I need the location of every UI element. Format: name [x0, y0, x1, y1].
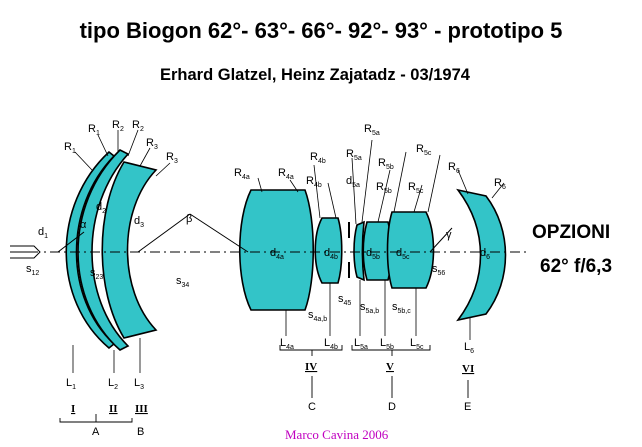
label-s4ab: s4a,b [308, 309, 327, 323]
label-L1: L1 [66, 377, 76, 391]
label-R4a: R4a [234, 167, 250, 181]
label-s5bc: s5b,c [392, 301, 411, 315]
label-R6p: R6 [494, 177, 506, 191]
label-alpha: α [80, 219, 87, 231]
label-d4a: d4a [270, 247, 284, 261]
group-A: A [92, 426, 100, 438]
lens-L5c [386, 211, 435, 289]
element-labels: L1 L2 L3 L4a L4b L5a L5b L5c L6 [66, 337, 474, 391]
label-R6: R6 [448, 161, 460, 175]
roman-IV: IV [305, 361, 317, 373]
credit-text: Marco Cavina 2006 [285, 427, 389, 442]
label-R5c: R5c [408, 181, 424, 195]
radius-labels: R1 R1 R2 R2 R3 R3 R4a R4a R4b R4b R5a R5… [64, 119, 506, 195]
label-R5cp: R5c [416, 143, 432, 157]
label-L6: L6 [464, 341, 474, 355]
lens-L5a [353, 220, 365, 282]
label-R1p: R1 [88, 123, 100, 137]
label-L5b: L5b [380, 337, 394, 351]
label-beta: β [186, 213, 192, 225]
optical-axis [10, 213, 528, 278]
label-d1: d1 [38, 226, 48, 240]
label-R4b: R4b [306, 175, 322, 189]
roman-numerals: I II III IV V VI [71, 361, 474, 415]
label-s34: s34 [176, 275, 189, 289]
label-s12: s12 [26, 263, 39, 277]
roman-I: I [71, 403, 75, 415]
roman-VI: VI [462, 363, 474, 375]
label-R1: R1 [64, 141, 76, 155]
label-s56: s56 [432, 263, 445, 277]
label-R5ap: R5a [364, 123, 380, 137]
roman-V: V [386, 361, 394, 373]
lens-L3 [101, 161, 158, 339]
label-s5ab: s5a,b [360, 301, 379, 315]
label-gamma: γ [446, 229, 452, 241]
label-R3: R3 [146, 137, 158, 151]
label-L5a: L5a [354, 337, 368, 351]
label-L4a: L4a [280, 337, 294, 351]
label-L3: L3 [134, 377, 144, 391]
group-B: B [137, 426, 144, 438]
label-R3p: R3 [166, 151, 178, 165]
lens-L6 [456, 188, 507, 322]
label-s45: s45 [338, 293, 351, 307]
group-C: C [308, 401, 316, 413]
label-L2: L2 [108, 377, 118, 391]
group-brackets [59, 345, 469, 423]
label-R5b: R5b [378, 157, 394, 171]
label-R4ap: R4a [278, 167, 294, 181]
label-d4b: d4b [324, 247, 338, 261]
label-d5c: d5c [396, 247, 410, 261]
label-R5bp: R5b [376, 181, 392, 195]
lens-L4a [238, 189, 315, 311]
label-R2p: R2 [132, 119, 144, 133]
label-R5a: R5a [346, 148, 362, 162]
lens-L2 [77, 149, 130, 351]
label-d5a: d5a [346, 175, 360, 189]
group-D: D [388, 401, 396, 413]
label-d6: d6 [480, 247, 490, 261]
authors-subtitle: Erhard Glatzel, Heinz Zajatadz - 03/1974 [160, 66, 470, 84]
label-R4bp: R4b [310, 151, 326, 165]
page-title: tipo Biogon 62°- 63°- 66°- 92°- 93° - pr… [79, 18, 563, 43]
options-value: 62° f/6,3 [540, 256, 613, 277]
label-d2: d2 [96, 201, 106, 215]
group-letters: A B C D E [92, 401, 471, 438]
label-s23: s23 [90, 267, 103, 281]
options-heading: OPZIONI [532, 222, 611, 243]
label-d3: d3 [134, 215, 144, 229]
lens-L4b [314, 217, 343, 284]
label-d5b: d5b [366, 247, 380, 261]
spacing-labels: d1 d2 d3 d4a d4b d5a d5b d5c d6 s12 s23 … [26, 175, 490, 323]
group-E: E [464, 401, 471, 413]
roman-II: II [109, 403, 118, 415]
roman-III: III [135, 403, 148, 415]
label-L5c: L5c [410, 337, 424, 351]
label-L4b: L4b [324, 337, 338, 351]
label-R2: R2 [112, 119, 124, 133]
leader-lines [72, 129, 505, 373]
